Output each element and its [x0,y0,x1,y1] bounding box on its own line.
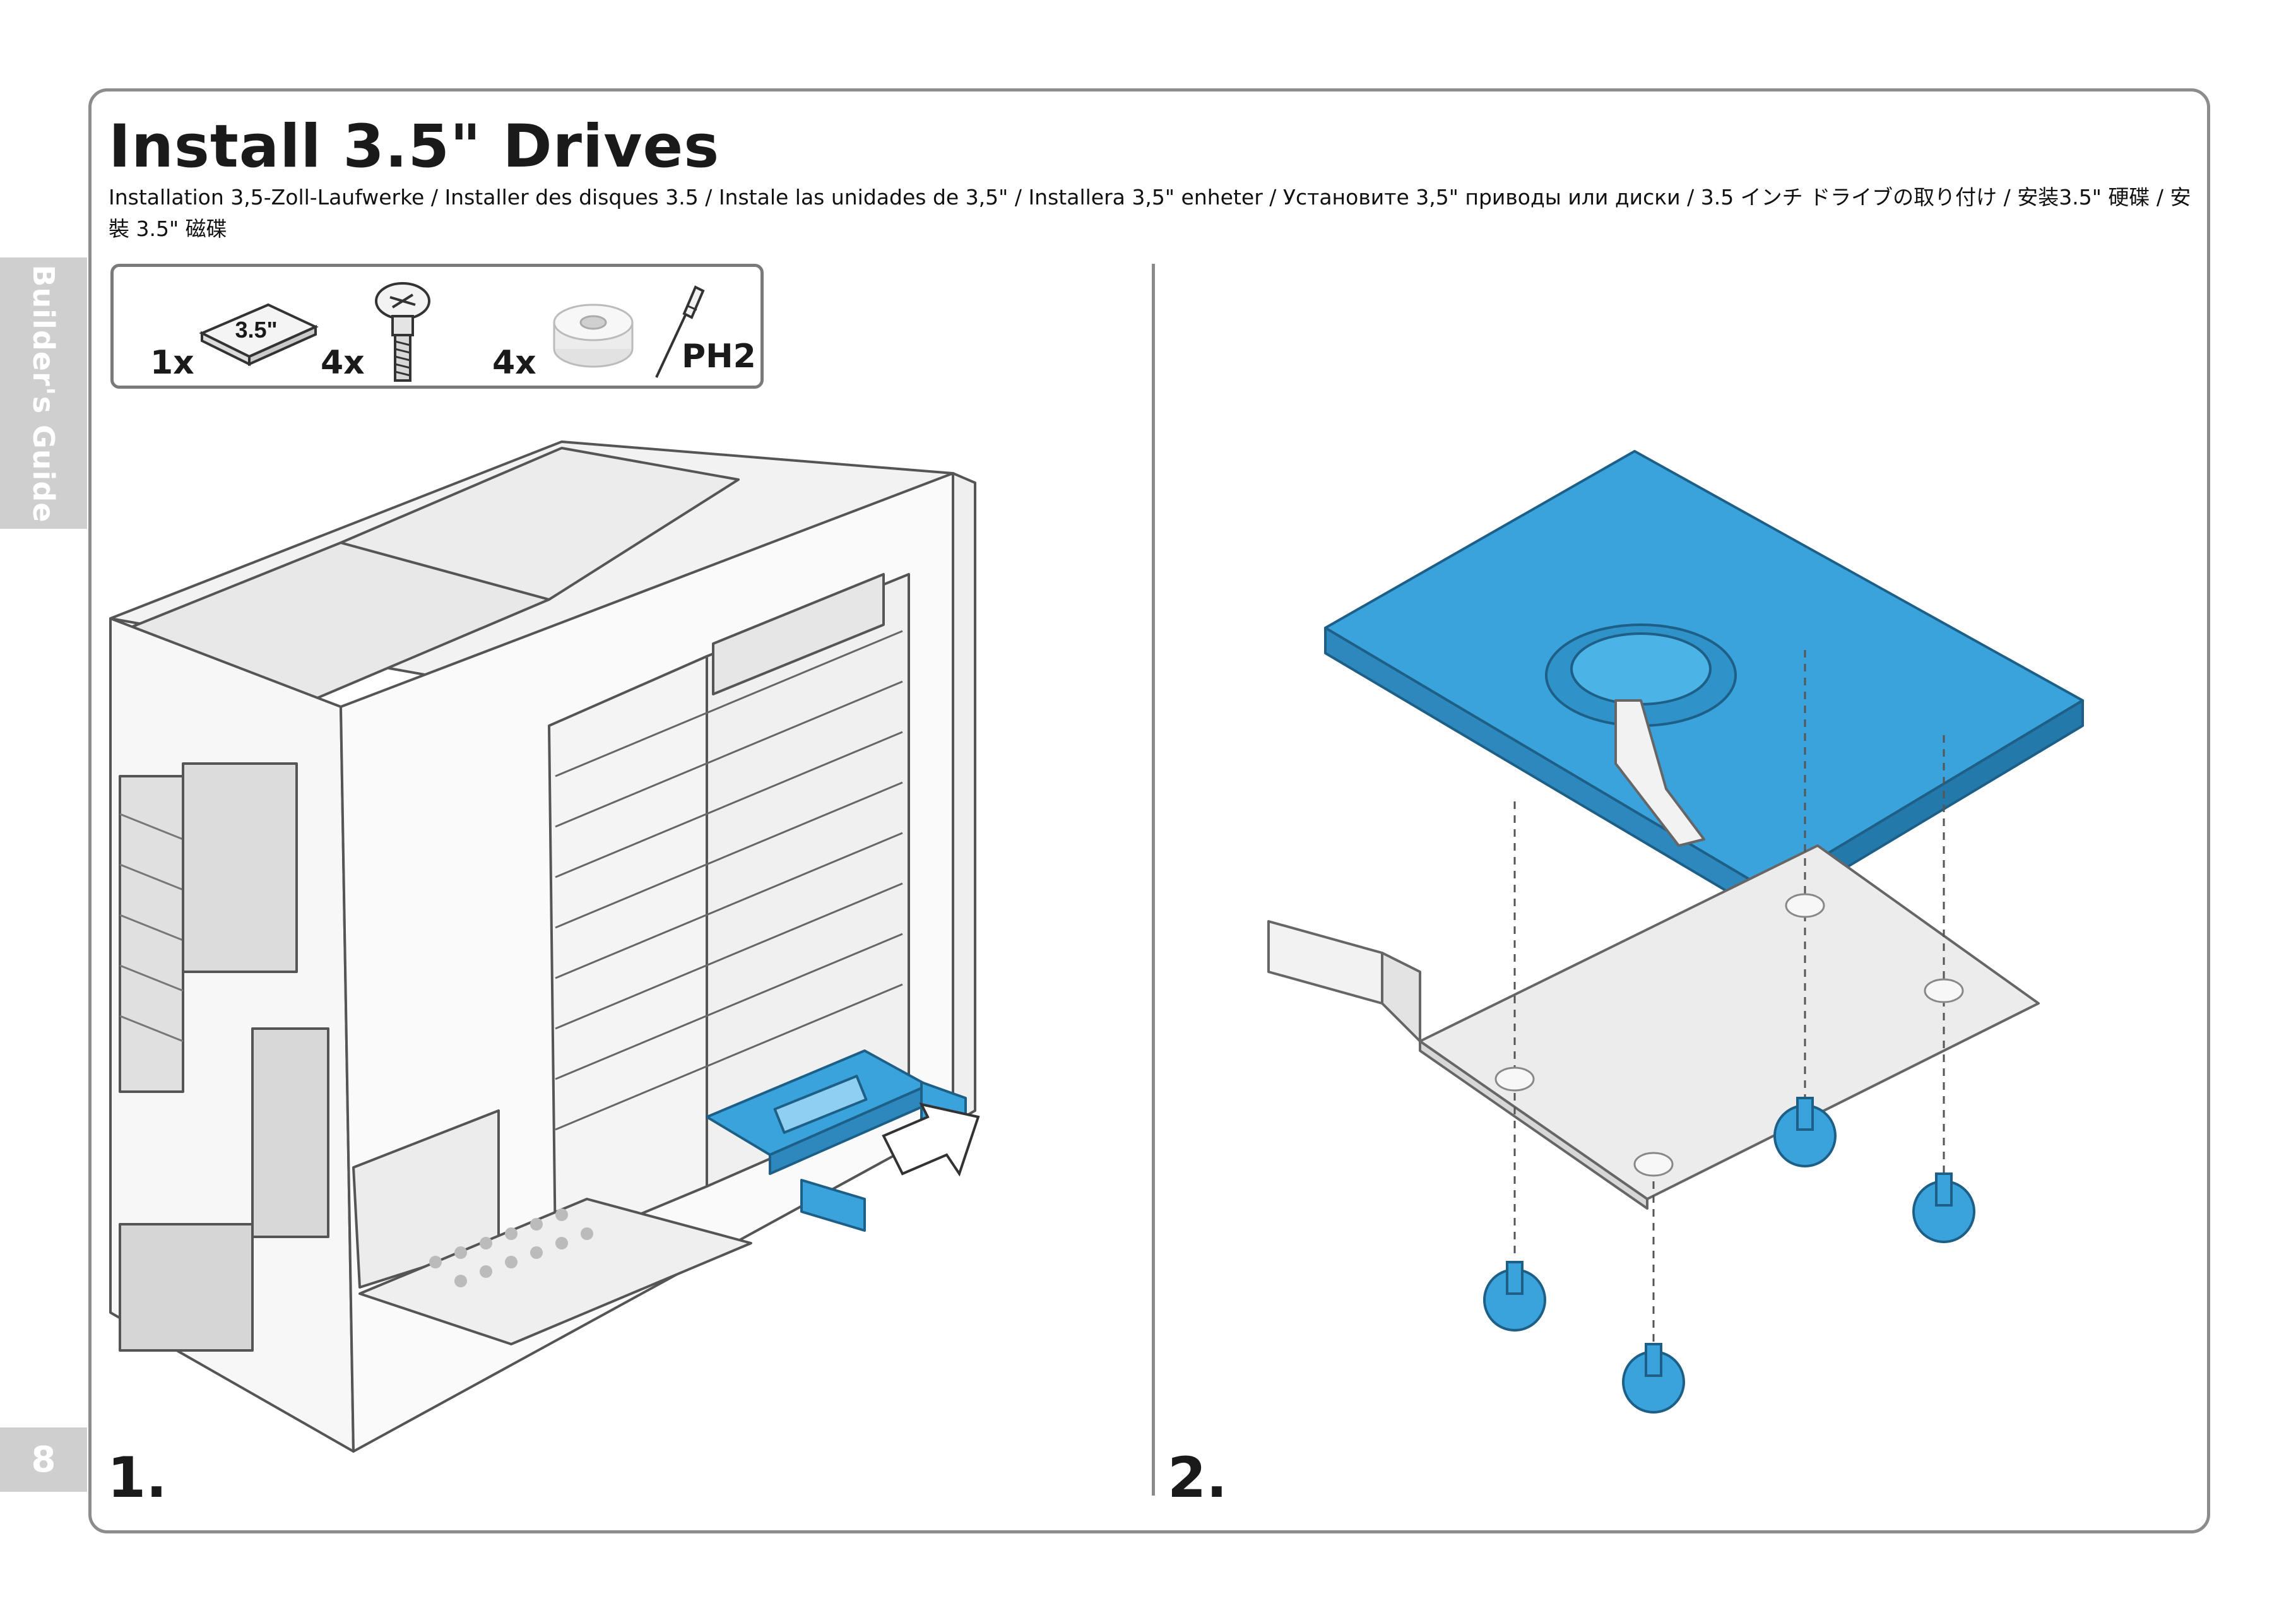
step-2-illustration [1267,450,2084,1414]
hard-drive-icon-text: 3.5" [235,317,277,343]
hard-drive-icon: 3.5" [199,303,319,367]
screwdriver-icon [655,285,705,378]
step-1-number: 1. [107,1445,167,1510]
hard-drive [1324,450,2084,916]
hard-drive-quantity: 1x [150,344,194,382]
tool-label: PH2 [682,338,756,375]
screw-icon [1483,1097,1975,1414]
page-number: 8 [0,1427,87,1492]
page-subtitle: Installation 3,5-Zoll-Laufwerke / Instal… [109,185,2191,241]
grommet-icon [553,304,634,368]
grommet-quantity: 4x [492,344,536,382]
sidebar-section-label: Builder's Guide [27,264,61,523]
sidebar-tab [0,257,87,529]
content-frame [88,88,2210,1533]
pull-arrow-icon [882,1102,980,1177]
screw-quantity: 4x [321,344,365,382]
drive-tray [706,1049,967,1232]
parts-box: 1x 3.5" 4x 4x PH2 [110,264,764,389]
step-1-illustration [109,440,980,1453]
step-2-number: 2. [1168,1445,1228,1510]
mounting-tray [1267,699,2040,1210]
screw-icon [375,282,430,382]
step-divider [1152,264,1155,1496]
page-title: Install 3.5" Drives [109,112,720,181]
